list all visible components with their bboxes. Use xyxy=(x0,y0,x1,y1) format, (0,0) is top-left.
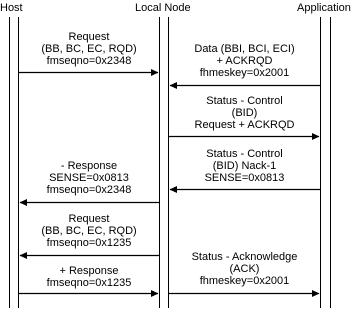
message-label-status-control-bid: Status - Control (BID) Request + ACKRQD xyxy=(172,95,317,131)
message-label-line: Status - Control xyxy=(206,148,283,160)
message-label-line: Data (BBI, BCI, ECI) xyxy=(194,43,295,55)
message-label-line: Request xyxy=(68,31,110,43)
lane-title-host: Host xyxy=(0,2,23,14)
lane-title-local-node: Local Node xyxy=(135,2,191,14)
message-label-line: + Response xyxy=(59,265,119,277)
message-label-line: fmseqno=0x1235 xyxy=(46,277,132,289)
message-label-line: Request xyxy=(68,213,110,225)
message-label-negative-response: - Response SENSE=0x0813 fmseqno=0x2348 xyxy=(22,160,156,196)
message-label-line: (BB, BC, EC, RQD) xyxy=(41,225,137,237)
local-node-lifeline xyxy=(159,17,169,308)
message-label-line: fhmeskey=0x2001 xyxy=(199,67,290,79)
message-label-line: fmseqno=0x1235 xyxy=(46,237,132,249)
message-label-status-acknowledge: Status - Acknowledge (ACK) fhmeskey=0x20… xyxy=(172,251,317,287)
message-label-line: - Response xyxy=(60,160,118,172)
message-label-line: fmseqno=0x2348 xyxy=(46,184,132,196)
message-label-request-2: Request (BB, BC, EC, RQD) fmseqno=0x1235 xyxy=(22,213,156,249)
message-label-line: fmseqno=0x2348 xyxy=(46,55,132,67)
message-label-line: (BID) Nack-1 xyxy=(212,160,277,172)
host-lifeline xyxy=(9,17,19,308)
message-label-line: Status - Acknowledge xyxy=(191,251,298,263)
message-label-line: fhmeskey=0x2001 xyxy=(199,275,290,287)
message-label-line: (ACK) xyxy=(229,263,260,275)
message-label-line: SENSE=0x0813 xyxy=(49,172,129,184)
message-label-line: (BID) xyxy=(231,107,258,119)
lane-title-application: Application xyxy=(297,2,351,14)
message-label-status-control-nack: Status - Control (BID) Nack-1 SENSE=0x08… xyxy=(172,148,317,184)
application-lifeline xyxy=(320,17,331,308)
message-label-line: (BB, BC, EC, RQD) xyxy=(41,43,137,55)
message-label-positive-response: + Response fmseqno=0x1235 xyxy=(22,265,156,289)
message-label-line: SENSE=0x0813 xyxy=(204,172,285,184)
message-label-line: Request + ACKRQD xyxy=(194,119,295,131)
message-label-request-1: Request (BB, BC, EC, RQD) fmseqno=0x2348 xyxy=(22,31,156,67)
message-label-data: Data (BBI, BCI, ECI) + ACKRQD fhmeskey=0… xyxy=(172,43,317,79)
message-label-line: Status - Control xyxy=(206,95,283,107)
message-label-line: + ACKRQD xyxy=(216,55,273,67)
